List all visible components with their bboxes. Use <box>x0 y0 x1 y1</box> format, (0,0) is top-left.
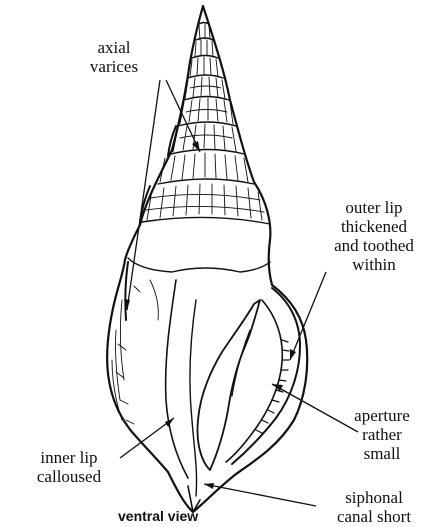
label-inner-lip-line-1: inner lip <box>18 448 120 467</box>
label-siphonal-canal-line-2: canal short <box>318 507 430 526</box>
figure-caption: ventral view <box>118 508 198 524</box>
label-siphonal-canal-line-1: siphonal <box>318 488 430 507</box>
label-aperture: aperture rather small <box>336 406 428 463</box>
label-outer-lip-line-1: outer lip <box>316 198 432 217</box>
label-aperture-line-3: small <box>336 444 428 463</box>
label-axial-varices-line-1: axial <box>58 38 170 57</box>
leader-outer-lip <box>290 272 326 360</box>
label-aperture-line-2: rather <box>336 425 428 444</box>
label-inner-lip-line-2: calloused <box>18 467 120 486</box>
label-outer-lip: outer lip thickened and toothed within <box>316 198 432 274</box>
arrowhead-outer-lip <box>290 349 296 360</box>
leader-siphonal-canal <box>204 484 316 506</box>
leader-arrowheads <box>124 141 296 489</box>
lip-denticles <box>256 340 289 433</box>
label-axial-varices: axial varices <box>58 38 170 76</box>
arrowhead-siphonal-canal <box>204 483 214 489</box>
label-outer-lip-line-4: within <box>316 255 432 274</box>
shell-outline <box>107 6 307 512</box>
inner-lip-callus <box>166 280 188 478</box>
body-whorl-texture <box>112 280 158 424</box>
aperture-outline <box>198 300 261 470</box>
label-outer-lip-line-2: thickened <box>316 217 432 236</box>
columella <box>190 300 197 496</box>
leader-axial-varices-2 <box>127 80 160 310</box>
leader-inner-lip <box>120 418 174 458</box>
axial-varix-lines <box>125 126 176 320</box>
outer-lip <box>232 288 300 464</box>
label-outer-lip-line-3: and toothed <box>316 236 432 255</box>
label-aperture-line-1: aperture <box>336 406 428 425</box>
label-siphonal-canal: siphonal canal short <box>318 488 430 526</box>
label-axial-varices-line-2: varices <box>58 57 170 76</box>
label-inner-lip: inner lip calloused <box>18 448 120 486</box>
